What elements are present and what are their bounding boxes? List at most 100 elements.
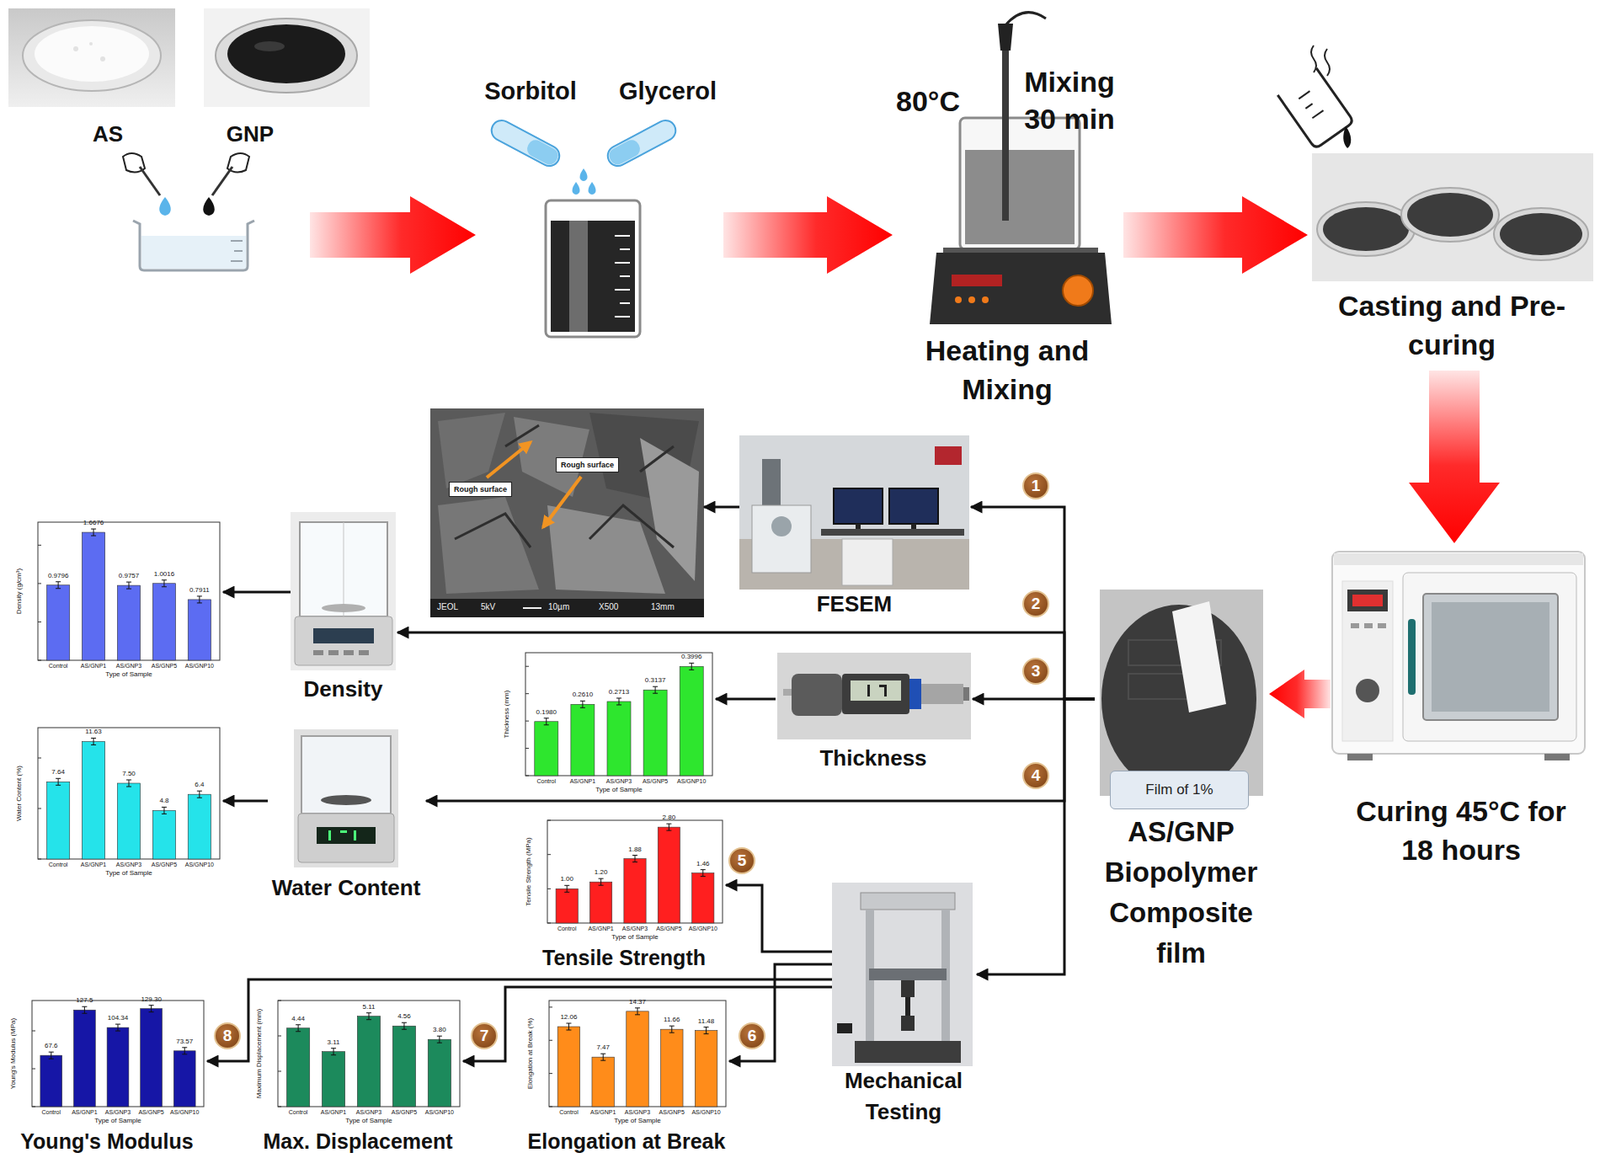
node-text: Curing 45°C for 18 hours — [1347, 791, 1575, 870]
curing-oven-part — [1364, 623, 1373, 629]
category-label: AS/GNP10 — [418, 1108, 461, 1116]
error-bar — [669, 1025, 675, 1033]
axis-title: Tensile Strength (MPa) — [524, 820, 534, 923]
chart-value: 14.37 — [612, 997, 663, 1007]
category-label: AS/GNP10 — [670, 777, 713, 785]
curing-oven-part — [1352, 594, 1383, 607]
chart-bar — [679, 666, 704, 776]
as-powder-photo — [8, 8, 176, 107]
node-text: Sorbitol — [475, 74, 586, 107]
pouring-beaker-icon-part-part — [1277, 68, 1355, 150]
petri-dishes-photo — [1312, 153, 1594, 282]
water-beaker-part — [230, 240, 243, 242]
chart-caption: Young's Modulus — [6, 1128, 208, 1154]
plasticizer-tubes-part — [488, 117, 564, 171]
category-label: Control — [37, 860, 80, 869]
analytical-balance-part — [313, 650, 324, 656]
chart-frame — [277, 1000, 460, 1107]
moisture-balance-part — [340, 830, 347, 833]
chart-value: 104.34 — [92, 1013, 144, 1023]
chart-value: 0.9796 — [32, 571, 84, 581]
mixture-beaker-part — [614, 288, 630, 291]
universal-testing-machine-part — [854, 1040, 961, 1063]
bar-chart: Young's Modulus (MPa)Type of Sample67.61… — [6, 990, 208, 1156]
moisture-balance-part — [316, 826, 376, 844]
chart-bar — [555, 888, 578, 923]
heating-step: 80°CMixing 30 minHeating and Mixing — [892, 63, 1124, 413]
category-label: Control — [37, 661, 80, 670]
chart-bar — [427, 1039, 451, 1107]
film-photo — [1099, 589, 1264, 796]
chart-value: 0.2713 — [593, 688, 645, 697]
chart-value: 1.00 — [541, 874, 592, 884]
as-powder-photo-part — [89, 42, 93, 46]
water-beaker-part — [133, 220, 255, 271]
error-bar — [55, 778, 61, 785]
category-label: AS/GNP10 — [178, 661, 221, 670]
chart-value: 0.7911 — [174, 586, 225, 595]
box-text: Rough surface — [560, 459, 614, 470]
callout-number: 1 — [1022, 472, 1050, 500]
callout-number: 2 — [1022, 590, 1050, 618]
error-bar — [55, 581, 61, 589]
hand-spatula-part — [159, 197, 171, 216]
mixture-beaker-part — [619, 302, 630, 304]
curing-oven-part — [1423, 593, 1558, 720]
mixture-beaker-part — [614, 261, 630, 264]
node-text: Mixing 30 min — [1017, 63, 1122, 138]
axis-title: Type of Sample — [277, 1116, 460, 1126]
hand-spatula — [122, 153, 250, 216]
plasticizer-tubes-part — [572, 181, 581, 195]
node-text: X500 — [598, 601, 619, 613]
universal-testing-machine-part — [837, 1023, 853, 1034]
sem-micrograph-part — [522, 607, 542, 609]
chart-caption: Tensile Strength — [522, 944, 726, 971]
plasticizer-step: SorbitolGlycerol — [475, 71, 724, 340]
water-beaker-part — [230, 260, 243, 262]
chart-bar — [152, 583, 176, 661]
axis-tick — [547, 853, 551, 855]
sem-micrograph — [430, 408, 704, 618]
chart-value: 7.50 — [103, 769, 155, 779]
error-bar — [197, 790, 203, 798]
error-bar — [401, 1022, 407, 1030]
flow-connector — [970, 506, 1095, 699]
chart-value: 4.8 — [138, 796, 190, 806]
chart-bar — [534, 721, 559, 776]
category-label: AS/GNP5 — [634, 777, 677, 785]
node-text: 13mm — [650, 601, 675, 613]
node-text: Thickness — [775, 745, 971, 771]
category-label: AS/GNP5 — [650, 1108, 694, 1116]
axis-title: Density (g/cm³) — [15, 522, 24, 661]
chart-value: 129.30 — [126, 995, 177, 1004]
category-label: AS/GNP3 — [347, 1108, 390, 1116]
error-bar — [598, 878, 604, 886]
chart-value: 0.1980 — [521, 708, 572, 717]
sem-micrograph-part — [437, 496, 539, 594]
chart-bar — [81, 741, 105, 859]
moisture-balance-part — [293, 729, 399, 868]
error-bar — [90, 737, 96, 745]
error-bar — [600, 1053, 606, 1061]
fesem-instrument-photo-part — [833, 488, 883, 524]
node-text: FESEM — [739, 591, 970, 617]
axis-tick — [525, 693, 529, 694]
plasticizer-tubes-part-part — [606, 137, 643, 167]
pouring-beaker-icon — [1277, 45, 1355, 150]
category-label: AS/GNP5 — [647, 924, 690, 933]
pouring-beaker-icon-part-part — [1298, 90, 1310, 99]
analytical-balance-part — [343, 522, 345, 617]
chart-value: 4.56 — [378, 1012, 430, 1021]
chart-plot — [500, 642, 716, 796]
node-text: Heating and Mixing — [892, 330, 1122, 409]
axis-tick — [547, 922, 551, 924]
universal-testing-machine-part — [901, 1015, 915, 1031]
axis-tick — [37, 858, 42, 860]
error-bar — [90, 528, 96, 536]
chart-value: 2.80 — [643, 813, 694, 822]
bar-chart: Water Content (%)Type of Sample7.6411.63… — [12, 717, 224, 880]
chart-bar — [661, 1029, 684, 1107]
error-bar — [330, 1048, 336, 1056]
mixture-beaker-part — [569, 220, 588, 332]
